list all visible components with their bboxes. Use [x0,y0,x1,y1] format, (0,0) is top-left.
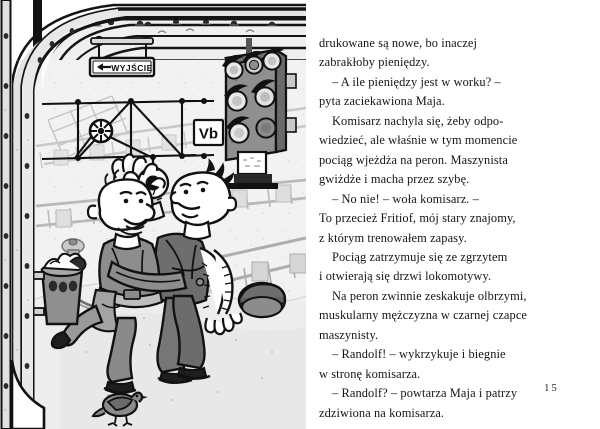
driver-hand [204,312,243,336]
text-line: – A ile pieniędzy jest w worku? – [332,74,501,89]
text-line: gwiżdże i macha przez szybę. [319,172,470,187]
text-line: Pociąg zatrzymuje się ze zgrzytem [332,249,508,264]
wheel-emblem [74,118,154,159]
text-line: muskularny mężczyzna w czarnej czapce [319,308,528,323]
text-line: w stronę komisarza. [319,366,421,381]
text-line: – No nie! – woła komisarz. – [332,191,479,206]
paragraph: Na peron zwinnie zeskakuje olbrzymi, mus… [319,287,559,345]
paragraph: – No nie! – woła komisarz. – To przecież… [319,190,559,248]
text-line: Na peron zwinnie zeskakuje olbrzymi, [332,288,527,303]
text-line: Komisarz nachyla się, żeby odpo- [332,113,504,128]
text-line: z którym trenowałem zapasy. [319,230,467,245]
railway-signal-tower [222,38,297,189]
text-line: wiedzieć, ale właśnie w tym momencie [319,133,518,148]
signal-lamp-row-3 [226,116,277,144]
text-line: pyta zaciekawiona Maja. [319,94,445,109]
text-line: zabrakłoby pieniędzy. [319,55,430,70]
rubbish-bin [33,252,87,326]
signal-lamp-row-2 [224,79,276,112]
fallen-cap [237,281,287,319]
signal-lamp-row-1 [222,47,284,80]
train-platform-illustration: Vb [0,0,306,429]
exit-sign-label: WYJŚCIE [111,62,152,73]
paragraph: Komisarz nachyla się, żeby odpo- wiedzie… [319,112,559,190]
text-line: – Randolf? – powtarza Maja i patrzy [332,386,518,401]
commissioner-character [50,169,188,394]
arm-hair [201,262,232,311]
exit-sign: WYJŚCIE [88,35,156,78]
paragraph: drukowane są nowe, bo inaczej zabrakłoby… [319,34,559,73]
text-line: – Randolf! – wykrzykuje i biegnie [332,347,506,362]
page-number: 15 [544,383,559,394]
text-page: drukowane są nowe, bo inaczej zabrakłoby… [306,0,600,429]
platform-marker-label: Vb [199,126,218,143]
paragraph: – A ile pieniędzy jest w worku? – pyta z… [319,73,559,112]
paragraph: – Randolf! – wykrzykuje i biegnie w stro… [319,345,559,384]
text-line: pociąg wjeżdża na peron. Maszynista [319,152,508,167]
text-line: To przecież Fritiof, mój stary znajomy, [319,211,516,226]
paragraph: – Randolf? – powtarza Maja i patrzy zdzi… [319,384,559,423]
text-line: zdziwiona na komisarza. [319,405,445,420]
pigeon [91,391,148,427]
exit-arrow-icon [97,63,111,71]
paragraph: Pociąg zatrzymuje się ze zgrzytem i otwi… [319,248,559,287]
platform-scene: Vb [33,35,306,429]
text-line: i otwierają się drzwi lokomotywy. [319,269,492,284]
body-text: drukowane są nowe, bo inaczej zabrakłoby… [319,34,559,423]
engine-driver-character [153,158,243,384]
door-rivets [3,28,75,419]
illustration-page: Vb [0,0,306,429]
rubbish [42,252,87,272]
text-line: drukowane są nowe, bo inaczej [319,36,478,50]
carriage-door-frame [0,0,306,429]
characters-group [50,153,243,394]
platform-marker-sign: Vb [192,118,225,147]
text-line: maszynisty. [319,327,379,342]
